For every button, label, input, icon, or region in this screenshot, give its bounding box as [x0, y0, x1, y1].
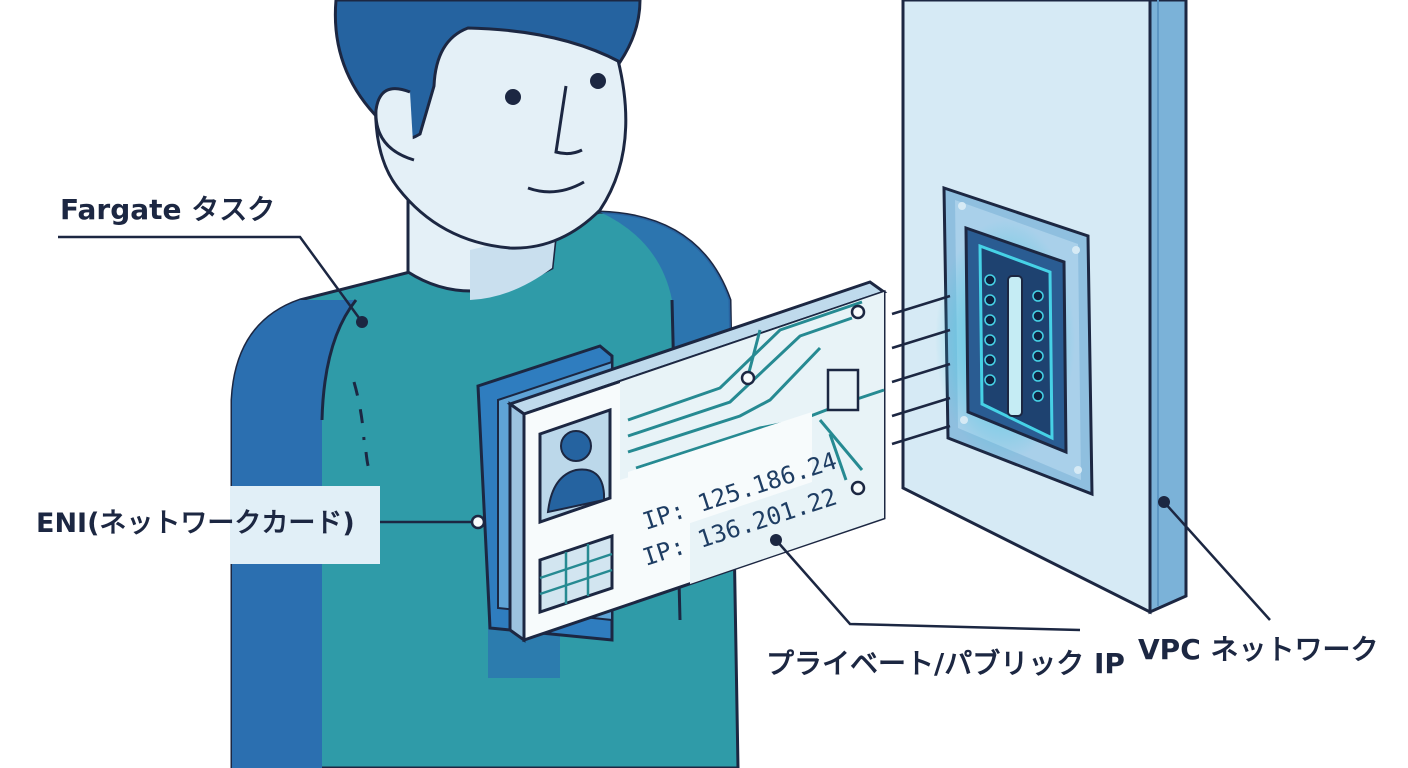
label-vpc-network: VPC ネットワーク [1138, 633, 1379, 666]
network-port-icon [935, 185, 1094, 497]
label-ip-type: プライベート/パブリック IP [766, 647, 1125, 680]
label-fargate-task: Fargate タスク [60, 193, 276, 226]
label-eni: ENI(ネットワークカード) [36, 508, 355, 539]
avatar-icon [538, 407, 612, 525]
callout-ip [770, 534, 1081, 632]
callout-eni [230, 486, 486, 564]
callout-vpc [1158, 496, 1271, 621]
eni-card-icon: IP: 125.186.24 IP: 136.201.22 [476, 280, 888, 643]
connection-lines [891, 294, 951, 446]
chip-icon [538, 533, 614, 615]
callout-fargate [58, 235, 368, 328]
